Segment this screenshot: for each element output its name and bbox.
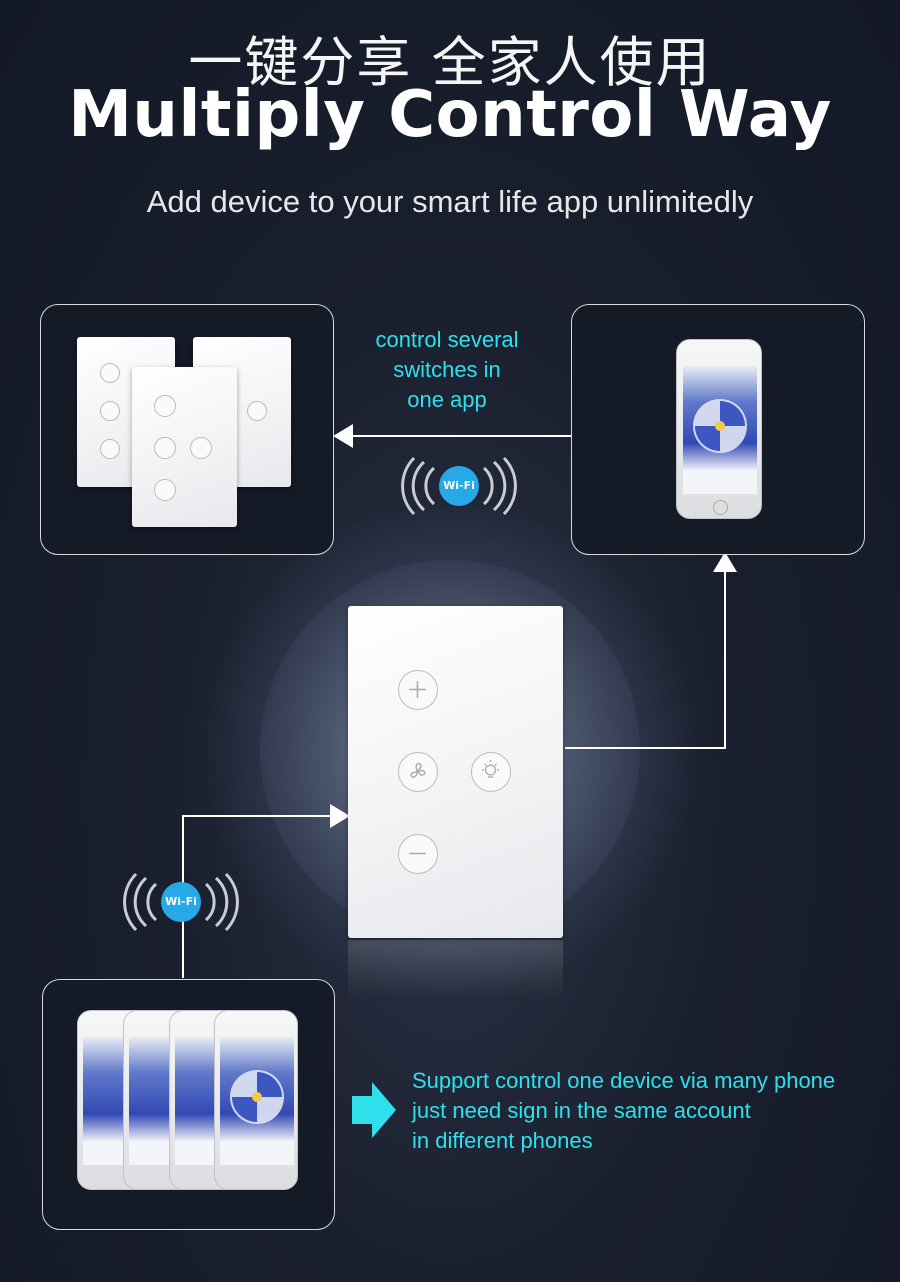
phone-box [571, 304, 865, 555]
phone-device [676, 339, 762, 519]
caption-line: switches in [393, 357, 501, 382]
light-icon [247, 401, 267, 421]
switches-box [40, 304, 334, 555]
fan-icon [154, 437, 176, 459]
wifi-label: Wi-Fi [443, 479, 475, 492]
main-switch-panel [348, 606, 563, 938]
phones-box [42, 979, 335, 1230]
fan-app-icon [693, 399, 747, 453]
wifi-signal-top: Wi-Fi [396, 456, 522, 516]
caption-line: in different phones [412, 1128, 593, 1153]
fan-app-icon [230, 1070, 284, 1124]
phone-screen [220, 1037, 294, 1165]
minus-icon [154, 479, 176, 501]
switch-panel-front [132, 367, 237, 527]
arrow-right-icon [330, 804, 350, 828]
plus-button-icon [398, 670, 438, 710]
plus-icon [154, 395, 176, 417]
caption-line: control several [375, 327, 519, 352]
caption-line: just need sign in the same account [412, 1098, 751, 1123]
fan-icon [100, 401, 120, 421]
phone-device [214, 1010, 298, 1190]
switch-reflection [348, 940, 563, 1000]
minus-icon [100, 439, 120, 459]
caption-control-several: control several switches in one app [352, 325, 542, 415]
wifi-signal-bottom: Wi-Fi [118, 872, 244, 932]
light-icon [190, 437, 212, 459]
arrow-up-icon [713, 552, 737, 572]
plus-icon [100, 363, 120, 383]
wifi-label: Wi-Fi [165, 895, 197, 908]
light-button-icon [471, 752, 511, 792]
subtitle: Add device to your smart life app unlimi… [146, 184, 754, 219]
wifi-waves-icon [123, 872, 239, 932]
home-button [713, 500, 728, 515]
cyan-arrow-icon [352, 1082, 396, 1138]
caption-many-phones: Support control one device via many phon… [412, 1066, 882, 1156]
arrow-left-icon [333, 424, 353, 448]
fan-button-icon [398, 752, 438, 792]
caption-line: one app [407, 387, 487, 412]
minus-button-icon [398, 834, 438, 874]
phone-screen [683, 366, 757, 494]
title-english: Multiply Control Way [68, 78, 832, 152]
wifi-waves-icon [401, 456, 517, 516]
title-chinese: 一键分享 全家人使用 [188, 31, 712, 94]
caption-line: Support control one device via many phon… [412, 1068, 836, 1093]
